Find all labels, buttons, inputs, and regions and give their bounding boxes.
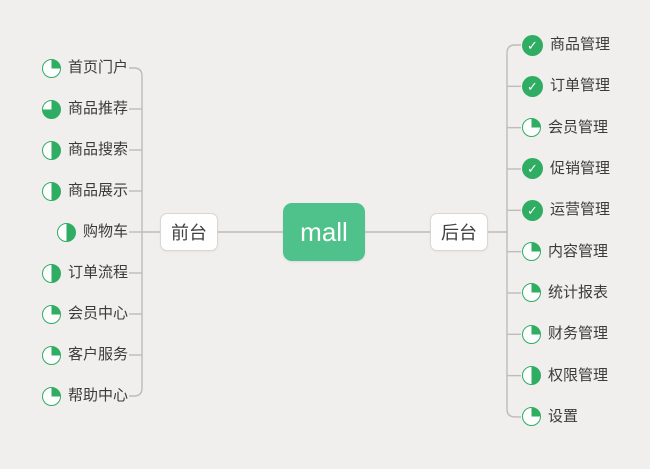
progress-50-icon xyxy=(41,140,61,160)
progress-25-icon xyxy=(522,283,541,303)
item-label: 会员管理 xyxy=(548,118,609,136)
progress-25-icon xyxy=(522,118,541,138)
progress-25-icon xyxy=(522,407,541,427)
progress-50-icon xyxy=(56,222,76,242)
item-label: 客户服务 xyxy=(67,346,128,363)
progress-25-icon xyxy=(522,324,541,344)
progress-25-icon xyxy=(41,58,61,78)
task-done-icon: ✓ xyxy=(522,199,543,221)
progress-25-icon xyxy=(522,242,541,262)
item-label: 促销管理 xyxy=(550,159,611,177)
root-node-mall[interactable]: mall xyxy=(283,203,365,261)
connector-line xyxy=(506,44,521,418)
item-label: 设置 xyxy=(548,407,579,425)
item-label: 内容管理 xyxy=(548,242,609,260)
item-label: 商品展示 xyxy=(67,182,128,199)
progress-25-icon xyxy=(41,304,61,324)
item-label: 商品推荐 xyxy=(67,100,128,117)
mindmap-item[interactable]: 商品展示 xyxy=(41,179,128,203)
task-done-icon: ✓ xyxy=(522,34,543,56)
progress-75-icon xyxy=(41,99,61,119)
mindmap-item[interactable]: 会员中心 xyxy=(41,302,128,326)
mindmap-item[interactable]: 客户服务 xyxy=(41,343,128,367)
mindmap-item[interactable]: 购物车 xyxy=(56,220,128,244)
item-label: 运营管理 xyxy=(550,201,611,219)
mindmap-item[interactable]: ✓ 运营管理 xyxy=(522,198,610,222)
mindmap-item[interactable]: 商品推荐 xyxy=(41,97,128,121)
item-label: 购物车 xyxy=(82,223,128,240)
item-label: 订单管理 xyxy=(550,77,611,95)
item-label: 权限管理 xyxy=(548,366,609,384)
progress-25-icon xyxy=(41,386,61,406)
mindmap-item[interactable]: ✓ 商品管理 xyxy=(522,33,610,57)
item-label: 财务管理 xyxy=(548,325,609,343)
mindmap-item[interactable]: ✓ 促销管理 xyxy=(522,157,610,181)
progress-50-icon xyxy=(41,263,61,283)
item-label: 订单流程 xyxy=(67,264,128,281)
item-label: 首页门户 xyxy=(67,59,128,76)
item-label: 会员中心 xyxy=(67,305,128,322)
mindmap-item[interactable]: 订单流程 xyxy=(41,261,128,285)
item-label: 帮助中心 xyxy=(67,387,128,404)
item-label: 商品搜索 xyxy=(67,141,128,158)
item-label: 统计报表 xyxy=(548,283,609,301)
branch-node-backend[interactable]: 后台 xyxy=(430,213,488,251)
item-label: 商品管理 xyxy=(550,36,611,53)
progress-50-icon xyxy=(41,181,61,201)
branch-node-frontend[interactable]: 前台 xyxy=(160,213,218,251)
progress-25-icon xyxy=(41,345,61,365)
mindmap-item[interactable]: 会员管理 xyxy=(522,116,608,140)
mindmap-item[interactable]: 权限管理 xyxy=(522,364,608,388)
mindmap-item[interactable]: 帮助中心 xyxy=(41,384,128,408)
mindmap-item[interactable]: 商品搜索 xyxy=(41,138,128,162)
task-done-icon: ✓ xyxy=(522,75,543,97)
mindmap-item[interactable]: 财务管理 xyxy=(522,322,608,346)
mindmap-item[interactable]: 首页门户 xyxy=(41,56,128,80)
mindmap-item[interactable]: 统计报表 xyxy=(522,281,608,305)
mindmap-item[interactable]: 设置 xyxy=(522,405,578,429)
mindmap-item[interactable]: 内容管理 xyxy=(522,240,608,264)
mindmap-item[interactable]: ✓ 订单管理 xyxy=(522,74,610,98)
progress-50-icon xyxy=(522,366,541,386)
task-done-icon: ✓ xyxy=(522,158,543,180)
